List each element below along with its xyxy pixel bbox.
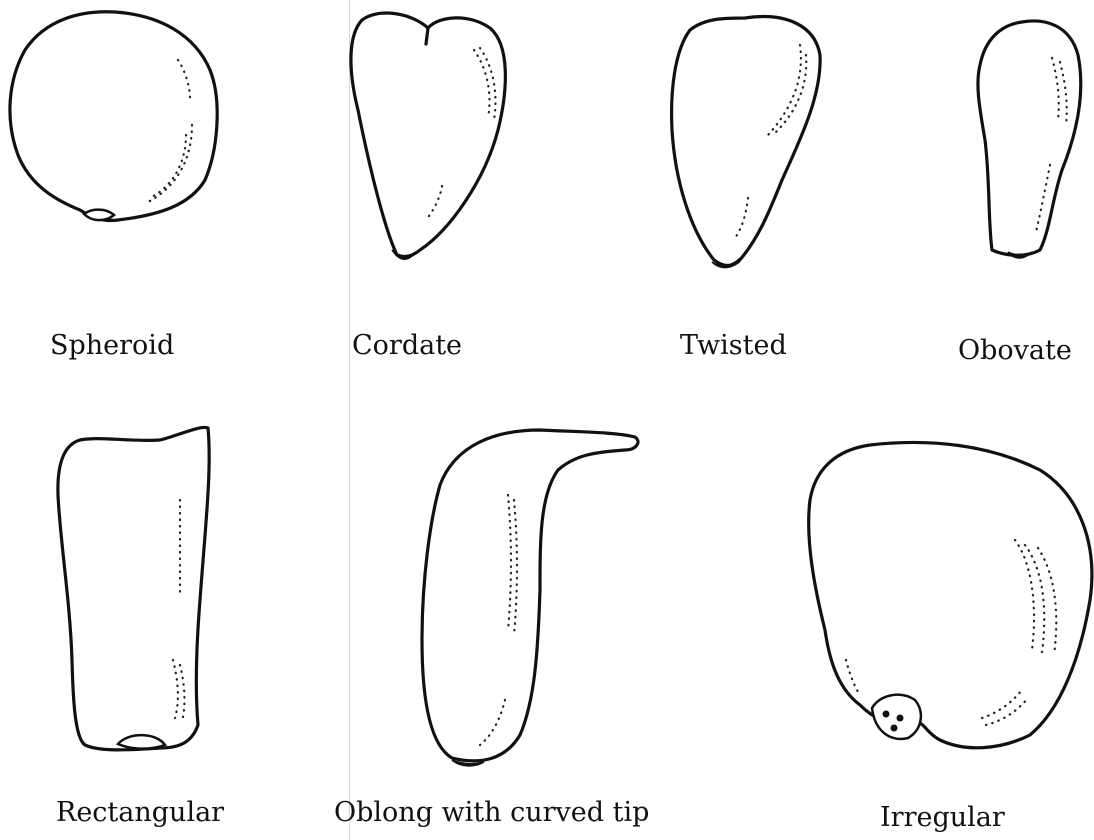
label-oblong-with-curved-tip: Oblong with curved tip xyxy=(334,797,649,828)
label-spheroid: Spheroid xyxy=(50,330,174,361)
label-rectangular: Rectangular xyxy=(56,797,224,828)
obovate-shape xyxy=(978,21,1081,258)
oblong-curved-tip-shape xyxy=(422,430,638,766)
label-obovate: Obovate xyxy=(958,335,1072,366)
label-twisted: Twisted xyxy=(680,330,787,361)
label-cordate: Cordate xyxy=(352,330,462,361)
rectangular-shape xyxy=(58,427,209,749)
twisted-shape xyxy=(672,17,821,268)
cordate-shape xyxy=(351,13,505,259)
irregular-shape xyxy=(809,442,1092,747)
label-irregular: Irregular xyxy=(880,802,1005,833)
spheroid-shape xyxy=(10,12,217,221)
